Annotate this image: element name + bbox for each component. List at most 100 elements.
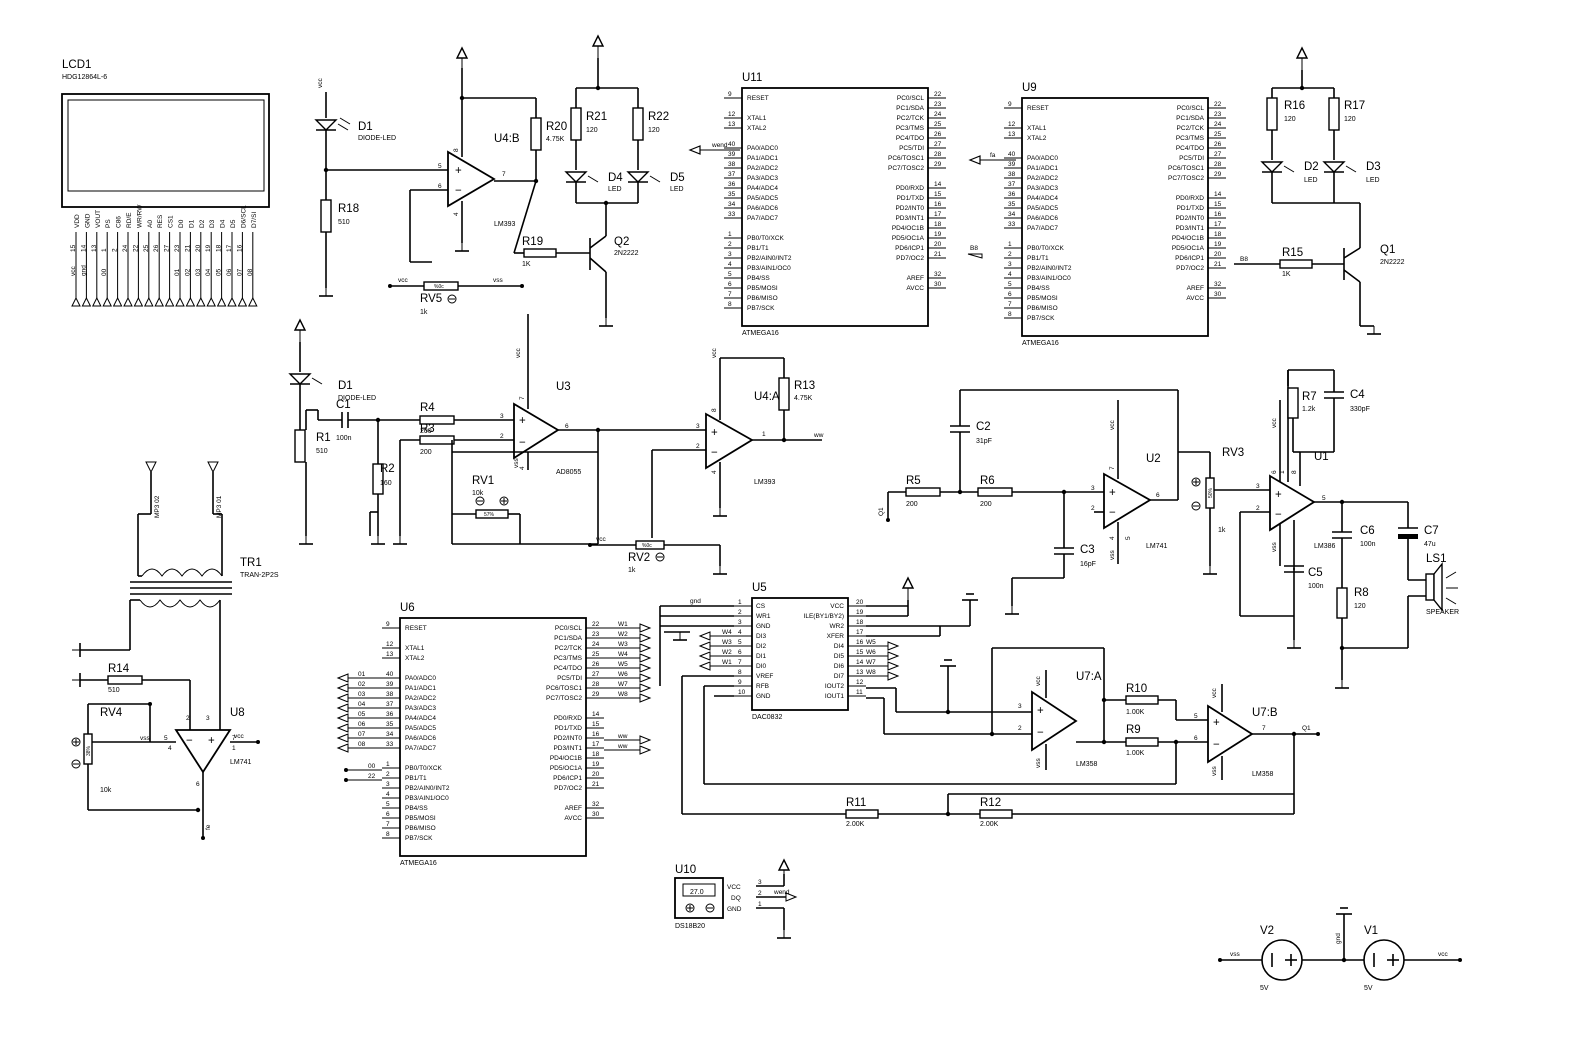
mcu-pin-label: PB5/MOSI [405, 815, 436, 822]
resistor-r11: R11 2.00K [845, 793, 1294, 828]
net-arrow [639, 673, 652, 683]
mcu-pin-number: 8 [728, 301, 732, 308]
svg-text:7: 7 [1262, 725, 1266, 732]
mcu-pin-label: PA1/ADC1 [747, 155, 778, 162]
mcu-pin-number: 38 [728, 161, 736, 168]
mcu-pin-number: 26 [934, 131, 942, 138]
mcu-pin-label: PA5/ADC5 [405, 725, 436, 732]
mcu-pin-label: PC0/SCL [897, 95, 924, 102]
dac-pin-label: WR1 [756, 613, 771, 620]
svg-text:LM358: LM358 [1252, 771, 1274, 778]
lcd-pin-label: D2 [199, 219, 206, 228]
lcd-pin-number: 13 [91, 244, 98, 252]
mcu-pin-label: RESET [747, 95, 769, 102]
mcu-pin-label: PB4/SS [747, 275, 770, 282]
svg-text:3: 3 [206, 715, 210, 722]
mcu-pin-label: PD0/RXD [554, 715, 582, 722]
mcu-pin-label: PA0/ADC0 [1027, 155, 1058, 162]
dac-pin-label: XFER [827, 633, 845, 640]
svg-text:DIODE-LED: DIODE-LED [358, 135, 396, 142]
lcd-pin-label: CS1 [168, 215, 175, 228]
svg-text:vcc: vcc [317, 78, 324, 89]
transformer-tr1: MP3 02 MP3 01 TR1 TRAN-2P2S [72, 461, 279, 690]
svg-text:38%: 38% [86, 745, 92, 756]
svg-text:C4: C4 [1350, 389, 1365, 401]
svg-text:1K: 1K [522, 261, 531, 268]
mcu-pin-label: PB4/SS [405, 805, 428, 812]
lcd-pin-label: D4 [220, 219, 227, 228]
svg-text:120: 120 [586, 127, 598, 134]
svg-text:120: 120 [1344, 116, 1356, 123]
mcu-pin-number: 40 [728, 141, 736, 148]
mcu-pin-label: PB6/MISO [1027, 305, 1058, 312]
svg-text:1.2k: 1.2k [1302, 406, 1316, 413]
svg-text:vcc: vcc [398, 277, 409, 284]
dac-pin-label: ILE(BY1/BY2) [804, 613, 844, 620]
mcu-pin-label: PC0/SCL [555, 625, 582, 632]
mcu-pin-number: 6 [1008, 291, 1012, 298]
lcd-pin-net: 06 [226, 268, 233, 276]
svg-text:R22: R22 [648, 111, 669, 123]
lcd-pin-label: C86 [116, 216, 123, 228]
lcd-pin-label: PS [105, 219, 112, 228]
svg-text:8: 8 [1291, 470, 1298, 474]
lcd-pin-number: 25 [143, 244, 150, 252]
svg-text:U4:A: U4:A [754, 391, 780, 403]
svg-text:10k: 10k [472, 490, 484, 497]
svg-text:R15: R15 [1282, 247, 1303, 259]
svg-text:R6: R6 [980, 475, 995, 487]
svg-text:vcc: vcc [515, 348, 522, 359]
mcu-pin-number: 27 [592, 671, 600, 678]
svg-text:LM741: LM741 [230, 759, 252, 766]
mcu-pin-label: PC4/TDO [896, 135, 924, 142]
resistor-r12: R12 2.00K [979, 797, 1294, 828]
mcu-pin-number: 24 [592, 641, 600, 648]
svg-text:C7: C7 [1424, 525, 1439, 537]
mcu-pin-number: 25 [592, 651, 600, 658]
svg-text:DS18B20: DS18B20 [675, 923, 705, 930]
mcu-pin-label: PD0/RXD [1176, 195, 1204, 202]
lcd-pin-net: vcc [70, 266, 77, 277]
lcd-value: HDG12864L-6 [62, 74, 107, 81]
resistor-r8: R8 120 [1334, 587, 1408, 689]
mcu-pin-number: 13 [728, 121, 736, 128]
mcu-pin-label: PA6/ADC6 [1027, 215, 1058, 222]
mcu-pin-number: 20 [1214, 251, 1222, 258]
net-label: W6 [866, 649, 876, 656]
net-label: W8 [618, 691, 628, 698]
svg-text:RV1: RV1 [472, 475, 494, 487]
resistor-r20: R20 4.75K [513, 98, 567, 254]
mcu-pin-label: PC7/TOSC2 [888, 165, 924, 172]
mcu-pin-number: 24 [1214, 121, 1222, 128]
mcu-pin-number: 3 [728, 251, 732, 258]
svg-text:R19: R19 [522, 236, 543, 248]
svg-text:4.75K: 4.75K [794, 395, 813, 402]
lcd-pin-terminal [81, 296, 92, 307]
lcd-pin-terminal [216, 296, 227, 307]
svg-text:R10: R10 [1126, 683, 1147, 695]
mcu-pin-label: PA5/ADC5 [1027, 205, 1058, 212]
mcu-pin-number: 14 [592, 711, 600, 718]
svg-text:510: 510 [108, 687, 120, 694]
mcu-pin-number: 40 [1008, 151, 1016, 158]
svg-text:5: 5 [1125, 536, 1132, 540]
lcd-pin-net: gnd [80, 265, 87, 276]
net-label: 22 [368, 773, 376, 780]
net-arrow [336, 743, 349, 753]
mcu-pin-label: PB6/MISO [747, 295, 778, 302]
opamp-u2: +− 32 6 vcc 7 4 vss 5 U2 LM741 [1091, 390, 1210, 564]
svg-text:R2: R2 [380, 463, 395, 475]
mcu-pin-label: PC6/TOSC1 [1168, 165, 1204, 172]
mcu-body [1021, 97, 1209, 337]
net-label: 08 [358, 741, 366, 748]
resistor-r18: R18 510 [318, 167, 448, 297]
mcu-pin-number: 32 [592, 801, 600, 808]
net-label: W1 [618, 621, 628, 628]
dac-pin-number: 20 [856, 599, 864, 606]
svg-text:1k: 1k [1218, 527, 1226, 534]
net-label: 01 [358, 671, 366, 678]
lcd-pin-net: 03 [195, 268, 202, 276]
net-label: W3 [722, 639, 732, 646]
dac-pin-number: 15 [856, 649, 864, 656]
mcu-pin-label: PC2/TCK [1177, 125, 1205, 132]
